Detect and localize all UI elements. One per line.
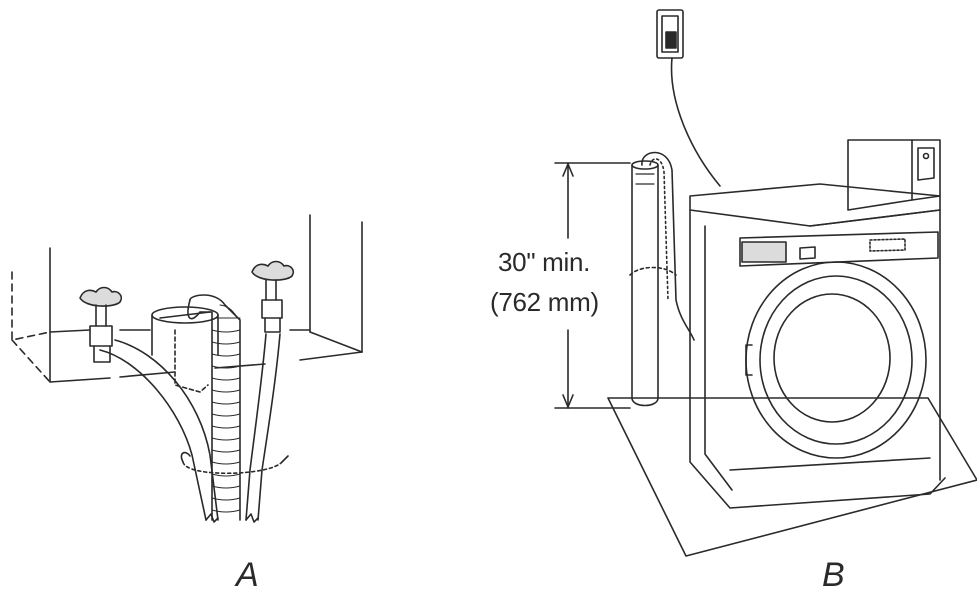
washer	[690, 140, 945, 508]
wall-outlet	[657, 10, 683, 58]
hot-water-faucet	[252, 262, 293, 333]
cold-water-hose	[100, 340, 218, 520]
dimension-metric: (762 mm)	[490, 287, 599, 317]
standpipe	[152, 307, 218, 392]
power-cord	[672, 58, 720, 186]
dimension-imperial: 30" min.	[498, 247, 590, 277]
height-dimension	[555, 163, 630, 408]
hose-cut-ends	[206, 514, 258, 522]
standpipe-b	[630, 161, 676, 406]
figure-a-drawing	[12, 215, 362, 522]
hot-water-hose	[246, 334, 280, 520]
floor-base	[608, 398, 977, 556]
laundry-box	[12, 215, 362, 382]
drain-hose-b	[642, 153, 694, 341]
figure-b-drawing	[555, 10, 977, 556]
figure-a-label: A	[236, 556, 259, 595]
figure-b-label: B	[822, 556, 845, 595]
